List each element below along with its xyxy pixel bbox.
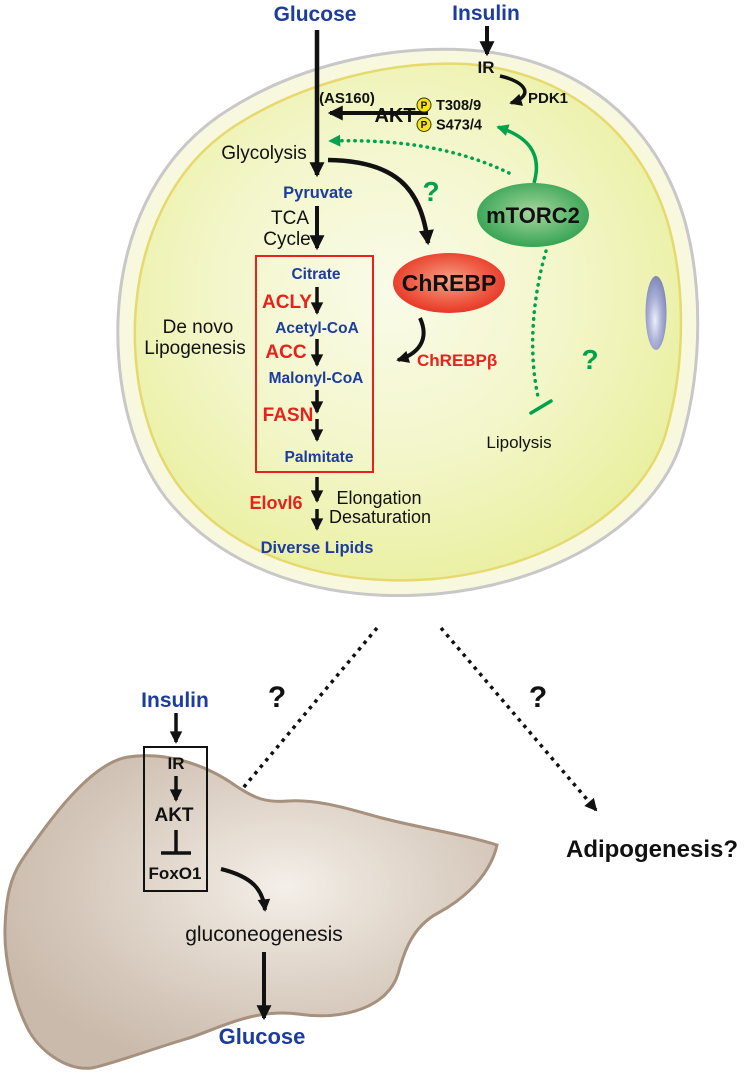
fasn-label: FASN	[263, 405, 314, 426]
chrebp-beta-label: ChREBPβ	[417, 351, 497, 370]
foxo1-label: FoxO1	[149, 864, 202, 883]
liver-shape	[3, 754, 499, 1070]
mtorc2-label: mTORC2	[486, 203, 580, 228]
diverse-lipids-label: Diverse Lipids	[261, 539, 374, 557]
pdk1-activation-arrow	[499, 74, 527, 106]
de-novo-label-line2: Lipogenesis	[144, 338, 245, 359]
mtorc2-lipolysis-inhibition	[530, 249, 548, 403]
elovl6-label: Elovl6	[249, 493, 302, 513]
lipolysis-label: Lipolysis	[486, 433, 551, 452]
glucose-top-label: Glucose	[274, 3, 357, 26]
phospho-badge-s473	[416, 117, 432, 132]
ir-liver-label: IR	[168, 754, 185, 773]
chrebp-label: ChREBP	[402, 270, 497, 296]
adipogenesis-question-mark: ?	[529, 681, 547, 714]
adipogenesis-label: Adipogenesis?	[566, 836, 738, 863]
nucleus	[645, 276, 667, 350]
phospho-badge-t308	[416, 97, 432, 113]
akt-label: AKT	[374, 105, 415, 127]
pdk1-label: PDK1	[528, 90, 568, 107]
lipolysis-question-mark: ?	[581, 344, 598, 375]
akt-liver-label: AKT	[154, 805, 193, 826]
insulin-receptor-label: IR	[478, 58, 495, 77]
tca-cycle-label-line2: Cycle	[263, 229, 311, 250]
de-novo-label-line1: De novo	[163, 317, 234, 338]
malonyl-coa-label: Malonyl-CoA	[269, 370, 364, 387]
s473-site-label: S473/4	[436, 118, 482, 134]
acly-label: ACLY	[262, 292, 312, 313]
desaturation-label: Desaturation	[329, 507, 431, 527]
acc-label: ACC	[265, 342, 306, 363]
glycolysis-label: Glycolysis	[221, 143, 307, 164]
as160-label: (AS160)	[319, 90, 375, 107]
pyruvate-label: Pyruvate	[283, 184, 353, 202]
insulin-liver-label: Insulin	[141, 689, 209, 712]
gluconeogenesis-label: gluconeogenesis	[185, 923, 343, 946]
mtorc2-lipolysis-tbar	[529, 399, 553, 415]
t308-site-label: T308/9	[436, 98, 481, 114]
mtorc2-s473-arrow	[496, 124, 539, 184]
lipogenesis-box	[255, 255, 374, 473]
palmitate-label: Palmitate	[285, 449, 354, 466]
adipocyte-liver-dotted-arrow	[226, 626, 379, 808]
insulin-top-label: Insulin	[452, 2, 520, 25]
phospho-p-icon: P	[421, 120, 428, 131]
liver-question-mark: ?	[268, 681, 286, 714]
mtorc2-glycolysis-dotted-arrow	[328, 134, 511, 175]
foxo1-gluconeogenesis-arrow	[220, 867, 271, 912]
insulin-signaling-box	[143, 746, 208, 892]
phospho-p-icon: P	[421, 101, 428, 112]
tca-cycle-label-line1: TCA	[271, 208, 309, 229]
adipocyte-adipogenesis-dotted-arrow	[439, 626, 598, 812]
elongation-label: Elongation	[336, 488, 421, 508]
glycolysis-chrebp-arrow	[327, 157, 434, 246]
acetyl-coa-label: Acetyl-CoA	[275, 320, 359, 337]
chrebp-ellipse	[393, 253, 505, 313]
mtorc2-ellipse	[477, 183, 589, 247]
chrebp-beta-arrow	[396, 317, 426, 363]
glucose-bottom-label: Glucose	[219, 1024, 306, 1049]
chrebp-question-mark: ?	[422, 176, 439, 207]
citrate-label: Citrate	[291, 266, 340, 283]
